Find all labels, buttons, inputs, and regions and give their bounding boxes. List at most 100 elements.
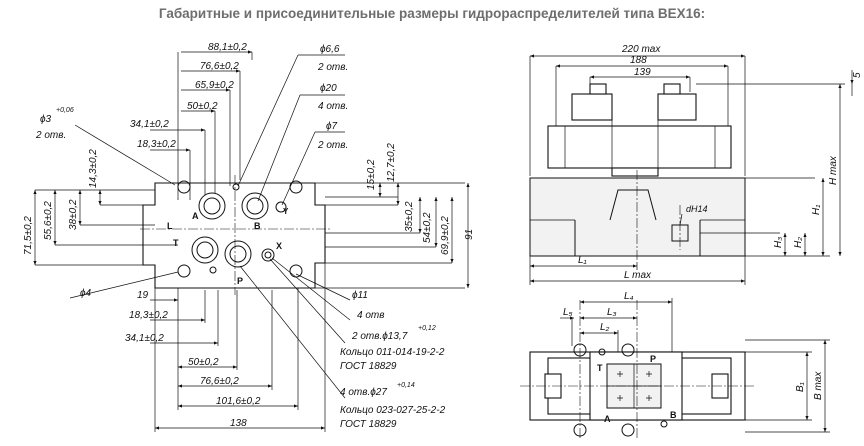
- dim-14-3: 14,3±0,2: [88, 149, 99, 188]
- dim-65-9: 65,9±0,2: [195, 80, 234, 91]
- side-elevation-view: 220 max 188 139 5 H max H₁ H₂ H₃ dH14 L₁…: [529, 44, 863, 285]
- dim-h2: H₂: [793, 237, 804, 248]
- dim-188: 188: [630, 55, 647, 66]
- mounting-plate-outline: [142, 182, 326, 289]
- port-letter-y: Y: [283, 207, 289, 216]
- dim-220-max: 220 max: [621, 44, 661, 55]
- dim-50-top: 50±0,2: [187, 101, 218, 112]
- callout-d20-quantity: 4 отв.: [318, 101, 348, 112]
- plan-port-b: B: [670, 410, 677, 420]
- plan-pin-1: [598, 348, 606, 356]
- port-letter-a: A: [192, 211, 199, 221]
- callout-ring-1-b: ГОСТ 18829: [340, 361, 397, 372]
- callout-d66-quantity: 2 отв.: [317, 62, 348, 73]
- dim-12-7: 12,7±0,2: [386, 143, 397, 182]
- callout-d13-7-tolerance: +0,12: [418, 325, 436, 332]
- solenoid-connector-right: [657, 93, 697, 121]
- dim-54: 54±0,2: [422, 212, 433, 243]
- dim-34-1-bottom: 34,1±0,2: [125, 333, 164, 344]
- bottom-dimensions: 19 18,3±0,2 34,1±0,2 50±0,2 76,6±0,2 101…: [125, 263, 326, 432]
- dim-h1: H₁: [811, 205, 822, 215]
- dim-76-6-top: 76,6±0,2: [200, 61, 239, 72]
- dim-l3: L₃: [607, 307, 617, 318]
- dim-5: 5: [852, 72, 863, 78]
- callout-d27-tolerance: +0,14: [397, 382, 415, 389]
- port-a-circle: [198, 192, 226, 220]
- port-b-inner: [246, 197, 264, 215]
- callout-d3: ϕ3: [40, 114, 52, 125]
- port-letter-b: B: [254, 221, 261, 231]
- pin-hole-2: [209, 266, 217, 274]
- plan-pin-2: [660, 420, 668, 428]
- dim-50-bottom: 50±0,2: [188, 357, 219, 368]
- port-b-circle: [241, 192, 269, 220]
- dim-18-3-top: 18,3±0,2: [137, 139, 176, 150]
- callout-d27: 4 отв.ϕ27: [340, 387, 387, 398]
- port-t-circle: [191, 236, 219, 264]
- dim-19: 19: [137, 290, 149, 301]
- solenoid-neck: [611, 167, 659, 177]
- callout-d66: ϕ6,6: [320, 44, 340, 55]
- leader-lines: [69, 54, 351, 399]
- callout-d11: ϕ11: [352, 290, 368, 301]
- dim-l-max: L max: [624, 270, 652, 281]
- dim-91: 91: [464, 229, 475, 240]
- dim-b1: B₁: [795, 382, 806, 392]
- dim-38: 38±0,2: [68, 199, 79, 230]
- page-title: Габаритные и присоединительные размеры г…: [158, 6, 706, 21]
- callout-d13-7: 2 отв.ϕ13,7: [351, 331, 408, 342]
- port-letter-l: L: [167, 221, 173, 231]
- port-p-circle: [224, 240, 252, 268]
- dim-35: 35±0,2: [404, 201, 415, 232]
- callout-d20: ϕ20: [320, 83, 337, 94]
- spool-outline: [609, 189, 657, 221]
- port-a-inner: [203, 197, 221, 215]
- top-dimensions: 88,1±0,2 76,6±0,2 65,9±0,2 50±0,2 34,1±0…: [130, 42, 253, 200]
- port-x-circle: [261, 248, 275, 262]
- connector-cap-left: [589, 83, 607, 95]
- dim-71-5: 71,5±0,2: [23, 216, 34, 255]
- callout-d3-quantity: 2 отв.: [35, 130, 66, 141]
- dim-34-1-top: 34,1±0,2: [130, 119, 169, 130]
- dim-l1: L₁: [578, 255, 587, 266]
- callout-d7-quantity: 2 отв.: [317, 140, 348, 151]
- port-letter-t: T: [173, 238, 179, 248]
- dim-88-1: 88,1±0,2: [208, 42, 247, 53]
- callout-ring-2-a: Кольцо 023-027-25-2-2: [340, 405, 446, 416]
- dim-15: 15±0,2: [366, 159, 377, 190]
- pin-hole-1: [232, 183, 240, 191]
- callout-d11-quantity: 4 отв: [357, 310, 384, 321]
- plan-port-a: A: [604, 414, 611, 424]
- dim-138: 138: [230, 418, 247, 429]
- dim-l5: L₅: [563, 307, 573, 318]
- solenoid-connector-left: [571, 93, 613, 121]
- dim-b-max: B max: [813, 371, 824, 400]
- dim-69-9: 69,9±0,2: [440, 216, 451, 255]
- valve-body: [529, 177, 746, 257]
- port-x-inner: [264, 251, 272, 259]
- dim-76-6-bottom: 76,6±0,2: [200, 376, 239, 387]
- port-letter-p: P: [237, 276, 243, 286]
- plan-view: P T A B L₄ L₃ L₂ L₅ B max B₁: [520, 291, 830, 440]
- port-letter-x: X: [276, 241, 282, 251]
- dim-h3: H₃: [773, 237, 784, 248]
- left-dimensions: 71,5±0,2 55,6±0,2 38±0,2 14,3±0,2: [23, 149, 178, 266]
- connector-cap-right: [663, 83, 681, 95]
- dim-h-max: H max: [828, 155, 839, 185]
- solenoid-body: [547, 125, 732, 169]
- plan-port-t: T: [597, 363, 603, 373]
- mount-hole-3: [177, 264, 191, 278]
- plan-hole-4: [621, 423, 635, 437]
- port-p-inner: [229, 245, 247, 263]
- dim-55-6: 55,6±0,2: [43, 201, 54, 240]
- dim-139: 139: [634, 67, 651, 78]
- dim-18-3-bottom: 18,3±0,2: [129, 310, 168, 321]
- port-t-inner: [196, 241, 214, 259]
- callout-d3-tolerance: +0,06: [56, 107, 74, 114]
- dim-l4: L₄: [624, 291, 634, 302]
- callout-d4: ϕ4: [80, 288, 92, 299]
- right-dimensions: 15±0,2 12,7±0,2 35±0,2 54±0,2 69,9±0,2 9…: [315, 143, 475, 289]
- callout-ring-1-a: Кольцо 011-014-19-2-2: [340, 347, 445, 358]
- plan-hole-2: [621, 343, 635, 357]
